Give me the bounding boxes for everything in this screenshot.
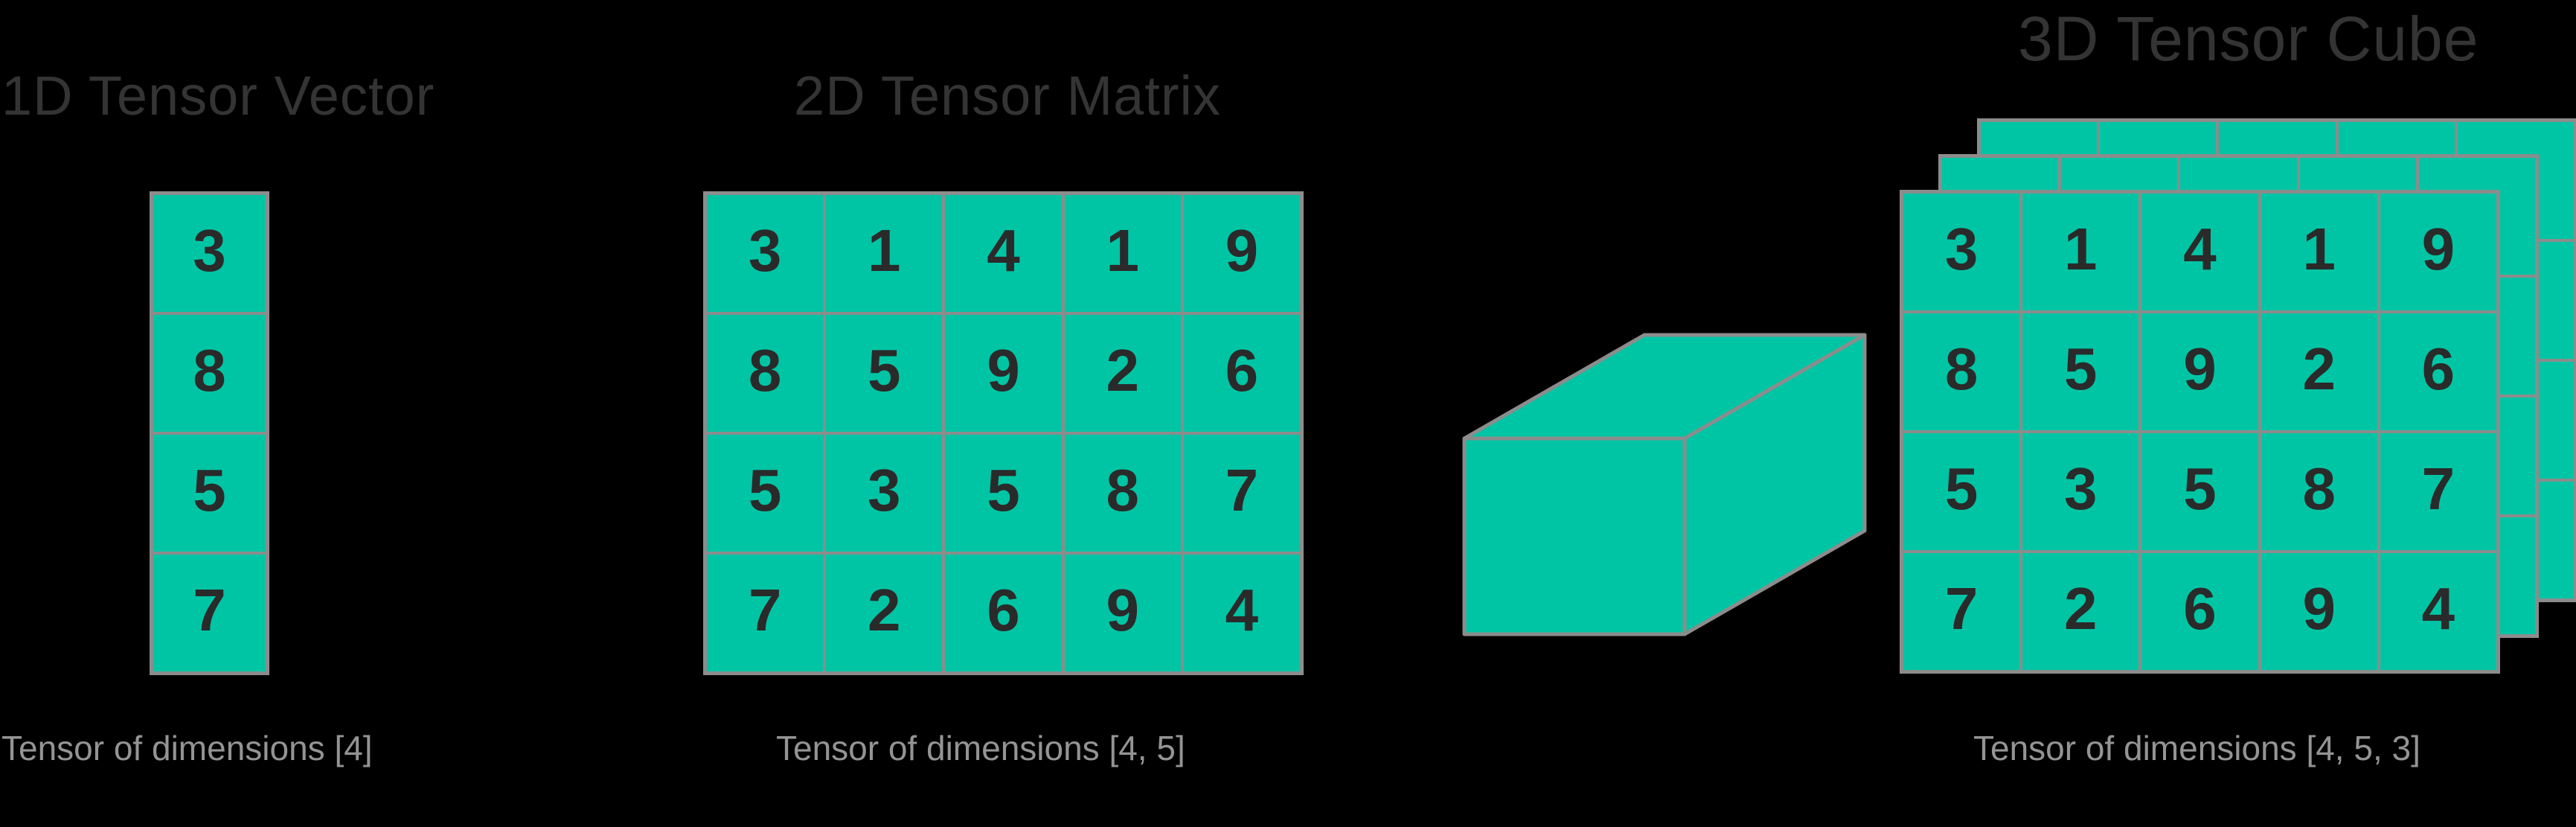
tensor-cell: 5 <box>2141 433 2258 550</box>
tensor-cell-value: 7 <box>1225 456 1259 523</box>
tensor-cell-value: 6 <box>1225 336 1259 403</box>
tensor-cell-value: 6 <box>987 576 1020 643</box>
tensor-cell-value: 8 <box>1944 335 1979 402</box>
tensor-cell: 4 <box>1183 555 1300 671</box>
vector-caption: Tensor of dimensions [4] <box>1 729 373 767</box>
matrix-caption: Tensor of dimensions [4, 5] <box>776 729 1185 767</box>
tensor-cell: 9 <box>945 315 1062 432</box>
tensor-cell: 7 <box>153 555 266 671</box>
tensor-cell-value: 3 <box>193 217 226 284</box>
tensor-cell-value: 5 <box>987 456 1020 523</box>
tensor-cell: 3 <box>826 435 943 552</box>
tensor-cell: 3 <box>2022 433 2139 550</box>
tensor-cell-value: 4 <box>1225 576 1259 643</box>
tensor-cell-value: 9 <box>987 336 1020 403</box>
tensor-cell-value: 5 <box>2064 335 2098 402</box>
tensor-cell: 9 <box>1064 555 1181 671</box>
tensor-cell: 1 <box>2022 194 2139 310</box>
tensor-cell-value: 7 <box>1944 575 1979 642</box>
tensor-cell-value: 9 <box>1106 576 1139 643</box>
tensor-cell-value: 8 <box>1106 456 1139 523</box>
tensor-cell-value: 9 <box>2183 335 2217 402</box>
tensor-cell: 5 <box>826 315 943 432</box>
tensor-cell-value: 3 <box>748 217 782 284</box>
tensor-cell: 5 <box>945 435 1062 552</box>
tensor-layer-front: 3 1 4 1 9 8 5 9 2 6 5 3 5 8 7 7 2 6 9 4 <box>1900 190 2500 674</box>
tensor-cell: 3 <box>1903 194 2020 310</box>
tensor-cell-value: 2 <box>2302 335 2336 402</box>
tensor-cell: 2 <box>826 555 943 671</box>
tensor-cell: 2 <box>2261 313 2377 430</box>
tensor-cell: 7 <box>1183 435 1300 552</box>
tensor-cell: 2 <box>2022 553 2139 670</box>
tensor-cell: 9 <box>2141 313 2258 430</box>
tensor-cell: 4 <box>2380 553 2496 670</box>
tensor-cell: 4 <box>945 195 1062 312</box>
tensor-cell-value: 4 <box>2183 215 2217 282</box>
tensor-cell-value: 4 <box>2421 575 2455 642</box>
tensor-cell: 8 <box>1064 435 1181 552</box>
cube-title: 3D Tensor Cube <box>2018 4 2479 74</box>
tensor-cell-value: 7 <box>748 576 782 643</box>
tensor-cell-value: 8 <box>2302 455 2336 522</box>
tensor-cell-value: 1 <box>868 217 901 284</box>
tensor-cell-value: 9 <box>1225 217 1259 284</box>
tensor-cell-value: 5 <box>2183 455 2217 522</box>
tensor-cell: 7 <box>2380 433 2496 550</box>
tensor-cell-value: 7 <box>2421 455 2455 522</box>
vector-grid: 3 8 5 7 <box>150 191 269 675</box>
tensor-cell: 3 <box>707 195 824 312</box>
tensor-cell: 6 <box>1183 315 1300 432</box>
tensor-cell: 8 <box>707 315 824 432</box>
tensor-cell-value: 1 <box>2302 215 2336 282</box>
tensor-cell: 8 <box>2261 433 2377 550</box>
tensor-cell-value: 2 <box>868 576 901 643</box>
tensor-cell: 1 <box>1064 195 1181 312</box>
tensor-cell-value: 6 <box>2421 335 2455 402</box>
tensor-cell: 7 <box>707 555 824 671</box>
tensor-cell: 3 <box>153 195 266 312</box>
tensor-cell: 7 <box>1903 553 2020 670</box>
tensor-cell-value: 5 <box>868 336 901 403</box>
tensor-cell-value: 9 <box>2302 575 2336 642</box>
tensor-cell: 5 <box>153 435 266 552</box>
tensor-cell: 5 <box>2022 313 2139 430</box>
tensor-cell: 1 <box>826 195 943 312</box>
matrix-title: 2D Tensor Matrix <box>794 65 1221 127</box>
tensor-cell-value: 3 <box>1944 215 1979 282</box>
tensor-cell-value: 2 <box>2064 575 2098 642</box>
tensor-cell-value: 9 <box>2421 215 2455 282</box>
tensor-cell: 6 <box>945 555 1062 671</box>
tensor-cell: 1 <box>2261 194 2377 310</box>
tensor-cell: 8 <box>153 315 266 432</box>
tensor-cell-value: 7 <box>193 576 226 643</box>
tensor-cell-value: 5 <box>748 456 782 523</box>
tensor-cell-value: 8 <box>193 336 226 403</box>
tensor-cell: 9 <box>2380 194 2496 310</box>
tensor-cell-value: 2 <box>1106 336 1139 403</box>
tensor-cell-value: 1 <box>2064 215 2098 282</box>
tensor-cell-value: 4 <box>987 217 1020 284</box>
tensor-cell: 6 <box>2141 553 2258 670</box>
vector-title: 1D Tensor Vector <box>1 65 435 127</box>
tensor-cell: 5 <box>1903 433 2020 550</box>
tensor-cell-value: 1 <box>1106 217 1139 284</box>
cube-caption: Tensor of dimensions [4, 5, 3] <box>1973 729 2420 767</box>
tensor-cell: 9 <box>2261 553 2377 670</box>
tensor-cell-value: 6 <box>2183 575 2217 642</box>
matrix-grid: 3 1 4 1 9 8 5 9 2 6 5 3 5 8 7 7 2 6 9 4 <box>703 191 1304 675</box>
tensor-cell-value: 5 <box>193 456 226 523</box>
cuboid-front-face <box>1462 436 1687 636</box>
tensor-cell-value: 3 <box>868 456 901 523</box>
tensor-cell: 8 <box>1903 313 2020 430</box>
tensor-cell: 5 <box>707 435 824 552</box>
tensor-cell: 6 <box>2380 313 2496 430</box>
tensor-cell: 4 <box>2141 194 2258 310</box>
tensor-cell: 2 <box>1064 315 1181 432</box>
tensor-cell-value: 5 <box>1944 455 1979 522</box>
tensor-cell: 9 <box>1183 195 1300 312</box>
tensor-cell-value: 3 <box>2064 455 2098 522</box>
tensor-cell-value: 8 <box>748 336 782 403</box>
